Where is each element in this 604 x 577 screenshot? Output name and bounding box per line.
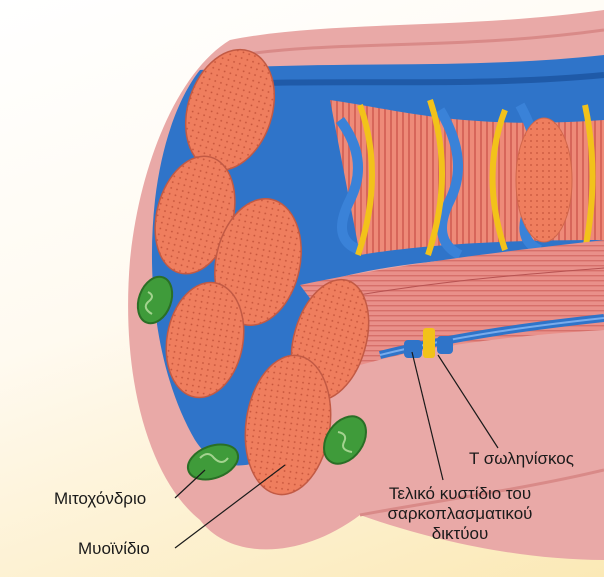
t-tubule-marker (423, 328, 435, 358)
label-terminal-cisterna: Τελικό κυστίδιο του σαρκοπλασματικού δικ… (372, 484, 548, 544)
label-t-tubule: Τ σωληνίσκος (469, 449, 574, 469)
label-terminal-cisterna-line-2: σαρκοπλασματικού (372, 504, 548, 524)
label-myofibril: Μυοϊνίδιο (78, 539, 150, 559)
label-terminal-cisterna-line-1: Τελικό κυστίδιο του (372, 484, 548, 504)
label-mitochondrion: Μιτοχόνδριο (54, 489, 146, 509)
label-terminal-cisterna-line-3: δικτύου (372, 524, 548, 544)
